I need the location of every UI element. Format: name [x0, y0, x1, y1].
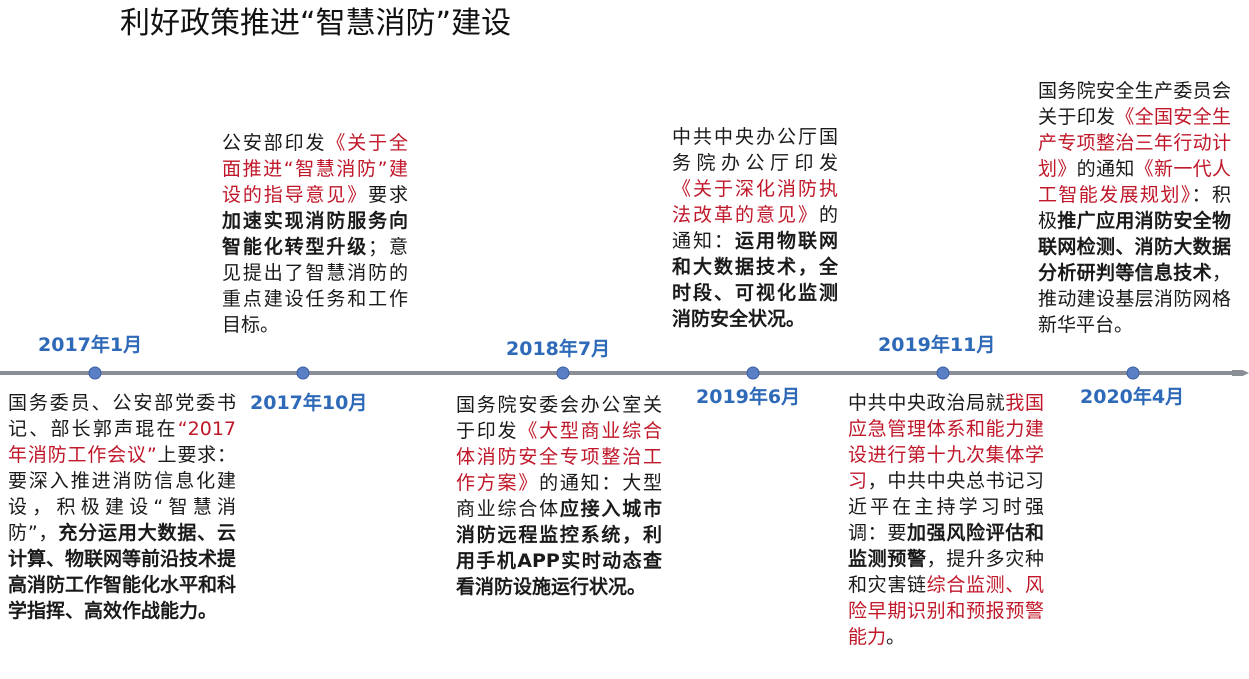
text-segment: 的通知: [1076, 158, 1135, 180]
text-segment: 的通知：大型商业综合体: [456, 472, 662, 520]
text-segment: 中共中央办公厅国务院办公厅印发: [672, 126, 838, 174]
timeline-dot: [296, 366, 310, 380]
highlight-text-segment: 《大型商业综合体消防安全专项整治工作方案》: [456, 420, 662, 494]
text-segment: ，提升多灾种和灾害链: [848, 548, 1044, 596]
bold-text-segment: 推广应用消防安全物联网检测、消防大数据分析研判等信息技术: [1038, 210, 1231, 284]
date-label: 2019年11月: [878, 334, 996, 356]
timeline-dot: [88, 366, 102, 380]
event-text: 国务院安委会办公室关于印发《大型商业综合体消防安全专项整治工作方案》的通知：大型…: [456, 392, 662, 600]
highlight-text-segment: 我国应急管理体系和能力建设进行第十九次集体学习: [848, 392, 1044, 492]
bold-text-segment: 充分运用大数据、云计算、物联网等前沿技术提高消防工作智能化水平和科学指挥、高效作…: [8, 522, 237, 622]
text-segment: ；意见提出了智慧消防的重点建设任务和工作目标。: [222, 236, 408, 336]
text-segment: 国务院安全生产委员会关于印发: [1038, 80, 1231, 128]
highlight-text-segment: 《关于全面推进“智慧消防”建设的指导意见》: [222, 132, 408, 206]
highlight-text-segment: “2017年消防工作会议”: [8, 418, 236, 466]
date-label: 2020年4月: [1080, 386, 1185, 408]
date-label: 2017年1月: [38, 334, 143, 356]
highlight-text-segment: 《关于深化消防执法改革的意见》: [672, 178, 838, 226]
text-segment: ，中共中央总书记习近平在主持学习时强调：要: [848, 470, 1044, 544]
event-text: 公安部印发《关于全面推进“智慧消防”建设的指导意见》要求加速实现消防服务向智能化…: [222, 130, 408, 338]
event-text: 中共中央办公厅国务院办公厅印发《关于深化消防执法改革的意见》的通知：运用物联网和…: [672, 124, 838, 332]
bold-text-segment: 应接入城市消防远程监控系统，利用手机APP实时动态查看消防设施运行状况。: [456, 498, 662, 598]
text-segment: 国务院安委会办公室关于印发: [456, 394, 662, 442]
timeline-dots: [88, 366, 1140, 380]
highlight-text-segment: 综合监测、风险早期识别和预报预警能力: [848, 574, 1044, 648]
text-segment: 国务委员、公安部党委书记、部长郭声琨在: [8, 392, 236, 440]
bold-text-segment: 运用物联网和大数据技术，全时段、可视化监测消防安全状况。: [672, 230, 838, 330]
date-label: 2019年6月: [696, 386, 801, 408]
date-label: 2017年10月: [250, 392, 368, 414]
highlight-text-segment: 《全国安全生产专项整治三年行动计划》: [1038, 106, 1231, 180]
text-segment: 的通知：: [672, 204, 838, 252]
text-segment: 。: [886, 626, 906, 648]
bold-text-segment: 加速实现消防服务向智能化转型升级: [222, 210, 408, 258]
date-label: 2018年7月: [506, 338, 611, 360]
timeline-axis: [0, 370, 1249, 376]
text-segment: 上要求：要深入推进消防信息化建设，积极建设“智慧消防”，: [8, 444, 236, 544]
timeline-dot: [936, 366, 950, 380]
timeline-dot: [1126, 366, 1140, 380]
event-text: 中共中央政治局就我国应急管理体系和能力建设进行第十九次集体学习，中共中央总书记习…: [848, 390, 1044, 650]
event-text: 国务委员、公安部党委书记、部长郭声琨在“2017年消防工作会议”上要求：要深入推…: [8, 390, 236, 624]
timeline-dot: [556, 366, 570, 380]
bold-text-segment: 加强风险评估和监测预警: [848, 522, 1044, 570]
page-title: 利好政策推进“智慧消防”建设: [120, 6, 512, 41]
text-segment: 公安部印发: [222, 132, 327, 154]
text-segment: 中共中央政治局就: [848, 392, 1006, 414]
highlight-text-segment: 《新一代人工智能发展规划》: [1038, 158, 1231, 206]
text-segment: ：积极: [1038, 184, 1231, 232]
text-segment: 要求: [368, 184, 408, 206]
text-segment: ，推动建设基层消防网格新华平台。: [1038, 262, 1231, 336]
axis-arrow-icon: [1232, 370, 1249, 376]
timeline-dot: [746, 366, 760, 380]
event-text: 国务院安全生产委员会关于印发《全国安全生产专项整治三年行动计划》的通知《新一代人…: [1038, 78, 1231, 338]
